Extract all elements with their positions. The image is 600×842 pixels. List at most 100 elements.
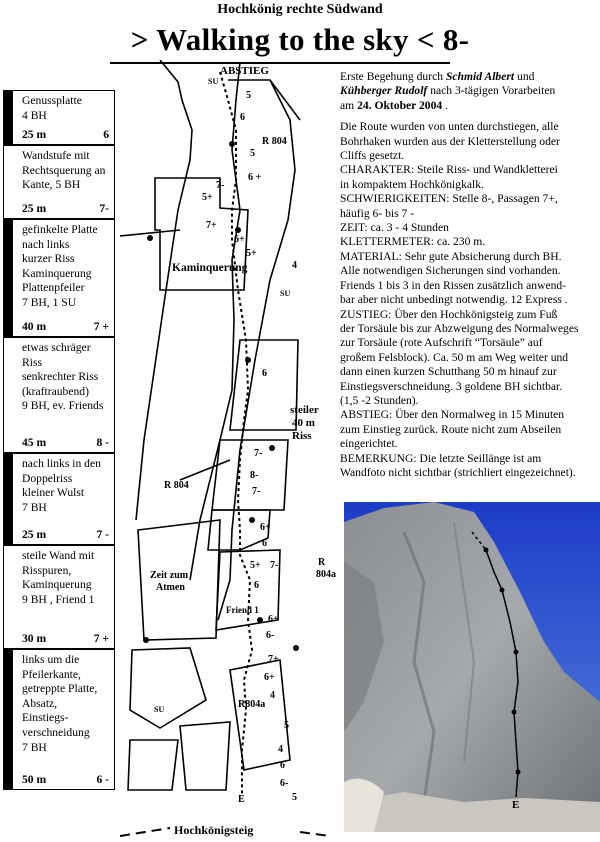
page-subtitle: Hochkönig rechte Südwand (0, 2, 600, 18)
pitch-3: nach links in den Doppelriss kleiner Wul… (3, 453, 115, 545)
info-line: in kompaktem Hochkönigkalk. (340, 178, 598, 192)
pitch-length: 25 m (22, 128, 46, 141)
info-line: Wandfoto nicht sichtbar (strichliert ein… (340, 466, 598, 480)
route-grade-label: 6+ (268, 614, 279, 625)
info-line: zum Einstieg zurück. Route nicht zum Abs… (340, 423, 598, 437)
route-grade-label: 5 (284, 720, 289, 731)
pitch-1: links um die Pfeilerkante, getreppte Pla… (3, 649, 115, 790)
pitch-description: links um die Pfeilerkante, getreppte Pla… (22, 653, 114, 755)
pitch-length: 50 m (22, 773, 46, 786)
route-grade-label: 4 (292, 260, 297, 271)
pitch-grade: 7 + (94, 632, 109, 645)
route-grade-label: 6+ (234, 234, 245, 245)
info-line: der Torsäule bis zur Abzweigung des Norm… (340, 322, 598, 336)
lower-left-rock (130, 648, 206, 728)
pitch-4: etwas schräger Riss senkrechter Riss (kr… (3, 337, 115, 453)
route-grade-label: 5+ (246, 248, 257, 259)
info-line: ABSTIEG: Über den Normalweg in 15 Minute… (340, 408, 598, 422)
info-line: Alle notwendigen Sicherungen sind vorhan… (340, 264, 598, 278)
route-grade-label: 8- (250, 470, 258, 481)
pitch-length: 30 m (22, 632, 46, 645)
first-ascent-name: Kühberger Rudolf (340, 84, 427, 97)
route-grade-label: 7- (254, 448, 262, 459)
info-line: CHARAKTER: Steile Riss- und Wandklettere… (340, 163, 598, 177)
route-grade-label: 5+ (250, 560, 261, 571)
route-grade-label: 5+ (202, 192, 213, 203)
r804a-right-label-2: 804a (316, 569, 336, 580)
info-line: ZEIT: ca. 3 - 4 Stunden (340, 221, 598, 235)
route-grade-label: 7- (216, 180, 224, 191)
photo-start-label: E (512, 799, 519, 811)
route-grade-label: 6- (280, 778, 288, 789)
route-grade-label: 5 (250, 148, 255, 159)
info-line: bar aber nicht unbedingt notwendig. 12 E… (340, 293, 598, 307)
r804-path (180, 460, 230, 480)
pitch-grade: 7- (99, 202, 109, 215)
pitch-description: nach links in den Doppelriss kleiner Wul… (22, 457, 114, 515)
route-grade-label: 6+ (260, 522, 271, 533)
page-title: > Walking to the sky < 8- (0, 22, 600, 58)
route-grade-label: 7+ (268, 654, 279, 665)
first-ascent-date: 24. Oktober 2004 (357, 99, 442, 112)
pitch-length: 40 m (22, 320, 46, 333)
pitch-grade: 6 - (96, 773, 109, 786)
info-line: Cliffs gesetzt. (340, 149, 598, 163)
wall-photo: E (344, 502, 600, 832)
first-ascent-text: nach 3-tägigen Vorarbeiten (427, 84, 555, 97)
route-info: Erste Begehung durch Schmid Albert und K… (340, 70, 598, 480)
pitch-length: 45 m (22, 436, 46, 449)
r804a-bottom-label: R804a (238, 699, 265, 710)
pitch-description: Wandstufe mit Rechtsquerung an Kante, 5 … (22, 149, 114, 193)
first-ascent-text: am (340, 99, 357, 112)
info-text-block: Die Route wurden von unten durchstiegen,… (340, 120, 598, 480)
riss-length-label: 40 m (292, 417, 315, 429)
route-grade-label: 6 (262, 538, 267, 549)
route-grade-label: 4 (278, 744, 283, 755)
route-grade-label: 6- (266, 630, 274, 641)
route-grade-label: 5 (292, 792, 297, 803)
info-line: MATERIAL: Sehr gute Absicherung durch BH… (340, 250, 598, 264)
info-line: häufig 6- bis 7 - (340, 207, 598, 221)
pitch-grade: 8 - (96, 436, 109, 449)
pitch-5: gefinkelte Platte nach links kurzer Riss… (3, 219, 115, 337)
route-grade-label: 7- (270, 560, 278, 571)
r804a-right-label: R (318, 557, 326, 568)
pitch-description: gefinkelte Platte nach links kurzer Riss… (22, 223, 114, 311)
route-topo-diagram: ABSTIEG Kaminquerung steiler 40 m Riss R… (120, 60, 340, 842)
abstieg-label: ABSTIEG (220, 65, 269, 77)
r804-mid-label: R 804 (164, 480, 189, 491)
mid-rock-box (230, 340, 298, 430)
steiler-label: steiler (290, 404, 319, 416)
pitch-length: 25 m (22, 202, 46, 215)
route-grade-label: 6 (262, 368, 267, 379)
info-line: Die Route wurden von unten durchstiegen,… (340, 120, 598, 134)
su-label: SU (280, 289, 290, 298)
info-line: ZUSTIEG: Über den Hochkönigsteig zum Fuß (340, 308, 598, 322)
pitch-6: Wandstufe mit Rechtsquerung an Kante, 5 … (3, 145, 115, 219)
pitch-description: etwas schräger Riss senkrechter Riss (kr… (22, 341, 114, 414)
info-line: zur Torsäule (rote Aufschrift “Torsäule”… (340, 336, 598, 350)
route-grade-label: 6+ (264, 672, 275, 683)
info-line: großem Felsblock). Ca. 50 m am Weg weite… (340, 351, 598, 365)
route-grade-label: 6 (254, 580, 259, 591)
info-line: Einstiegsverschneidung. 3 goldene BH sic… (340, 380, 598, 394)
info-line: Friends 1 bis 3 in den Rissen zusätzlich… (340, 279, 598, 293)
r804-top-label: R 804 (262, 136, 287, 147)
riss-label: Riss (292, 430, 312, 442)
route-grade-label: 4 (270, 690, 275, 701)
kaminquerung-label: Kaminquerung (172, 262, 248, 274)
pitch-description: steile Wand mit Risspuren, Kaminquerung … (22, 549, 114, 607)
pitch-description: Genussplatte 4 BH (22, 94, 114, 123)
su-label: SU (208, 77, 218, 86)
bottom-left-rock (128, 740, 178, 790)
atmen-label: Atmen (156, 582, 185, 593)
route-grade-label: 6 (240, 112, 245, 123)
info-line: (1,5 -2 Stunden). (340, 394, 598, 408)
pitch-grade: 6 (103, 128, 109, 141)
right-wall-edge (190, 62, 240, 580)
pitch-grade: 7 - (96, 528, 109, 541)
su-label: SU (154, 705, 164, 714)
info-line: dann einen kurzen Schutthang 50 m hinauf… (340, 365, 598, 379)
route-grade-label: 5 (246, 90, 251, 101)
